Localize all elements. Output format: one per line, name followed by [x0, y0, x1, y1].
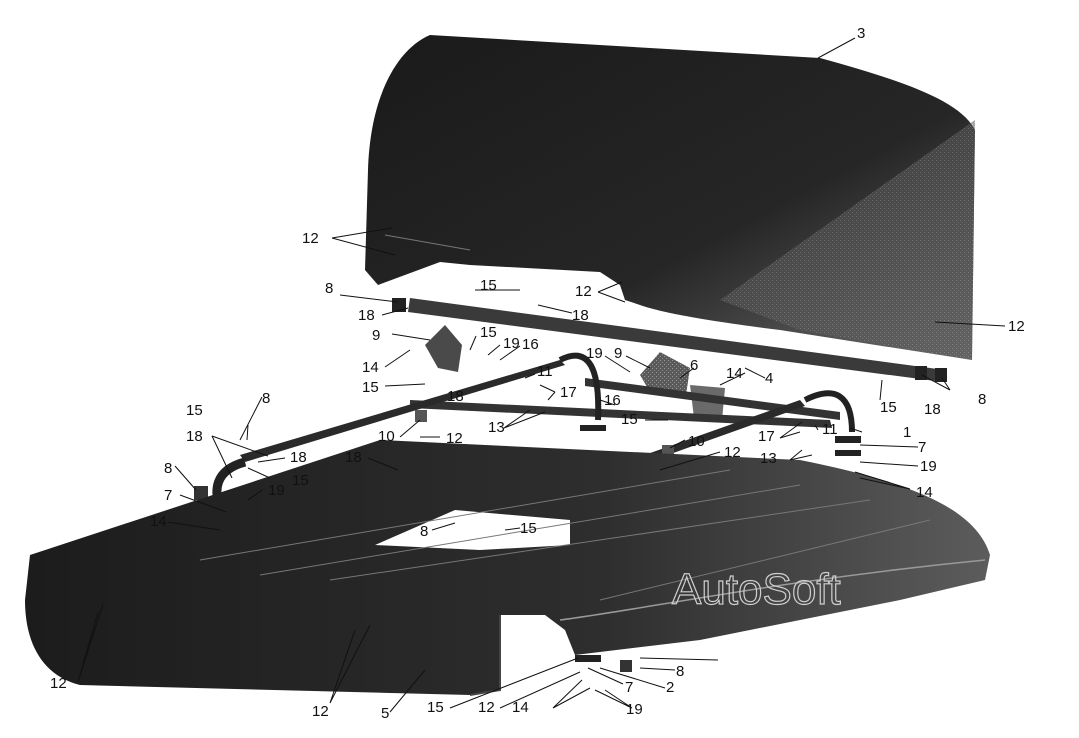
callout-label: 18	[345, 449, 362, 466]
callout-label: 12	[302, 230, 319, 247]
callout-label: 18	[290, 449, 307, 466]
callout-label: 15	[362, 379, 379, 396]
callout-label: 18	[358, 307, 375, 324]
upper-fairing-part	[365, 35, 975, 360]
callout-label: 12	[50, 675, 67, 692]
callout-label: 15	[480, 277, 497, 294]
callout-label: 8	[325, 280, 333, 297]
callout-label: 12	[1008, 318, 1025, 335]
callout-label: 7	[918, 439, 926, 456]
watermark-text: AutoSoft	[672, 565, 841, 614]
roof-part	[25, 440, 990, 696]
callout-label: 11	[822, 421, 838, 438]
callout-label: 16	[604, 392, 621, 409]
callout-label: 13	[760, 450, 777, 467]
callout-label: 1	[903, 424, 911, 441]
callout-label: 12	[446, 430, 463, 447]
callout-label: 18	[186, 428, 203, 445]
callout-label: 4	[765, 370, 773, 387]
callout-label: 18	[924, 401, 941, 418]
leader-lines	[77, 37, 1006, 713]
callout-label: 19	[268, 482, 285, 499]
callout-label: 6	[690, 357, 698, 374]
callout-label: 19	[626, 701, 643, 718]
callout-label: 15	[292, 472, 309, 489]
callout-label: 15	[480, 324, 497, 341]
callout-label: 14	[916, 484, 933, 501]
callout-label: 3	[857, 25, 865, 42]
callout-label: 19	[920, 458, 937, 475]
callout-label: 7	[164, 487, 172, 504]
callout-label: 12	[724, 444, 741, 461]
callout-label: 14	[512, 699, 529, 716]
callout-label: 19	[586, 345, 603, 362]
callout-label: 14	[150, 513, 167, 530]
callout-label: 9	[372, 327, 380, 344]
callout-label: 12	[575, 283, 592, 300]
callout-label: 5	[381, 705, 389, 722]
callout-label: 10	[378, 428, 395, 445]
callout-label: 18	[572, 307, 589, 324]
callout-label: 13	[488, 419, 505, 436]
callout-label: 18	[447, 388, 464, 405]
callout-label: 15	[186, 402, 203, 419]
callout-label: 12	[312, 703, 329, 720]
callout-label: 15	[520, 520, 537, 537]
callout-label: 15	[427, 699, 444, 716]
callout-label: 19	[503, 335, 520, 352]
callout-label: 10	[688, 433, 705, 450]
callout-label: 11	[537, 363, 553, 380]
callout-label: 12	[478, 699, 495, 716]
callout-label: 8	[164, 460, 172, 477]
callout-label: 16	[522, 336, 539, 353]
callout-label: 15	[621, 411, 638, 428]
callout-label: 8	[420, 523, 428, 540]
callout-labels: 3 12 12 12 8 15 18 18 9 15 19 16 19 9 6 …	[50, 25, 1025, 722]
callout-label: 8	[262, 390, 270, 407]
callout-label: 14	[362, 359, 379, 376]
callout-label: 2	[666, 679, 674, 696]
callout-label: 15	[880, 399, 897, 416]
callout-label: 17	[758, 428, 775, 445]
callout-label: 8	[978, 391, 986, 408]
callout-label: 7	[625, 679, 633, 696]
callout-label: 17	[560, 384, 577, 401]
callout-label: 9	[614, 345, 622, 362]
callout-label: 8	[676, 663, 684, 680]
callout-label: 14	[726, 365, 743, 382]
